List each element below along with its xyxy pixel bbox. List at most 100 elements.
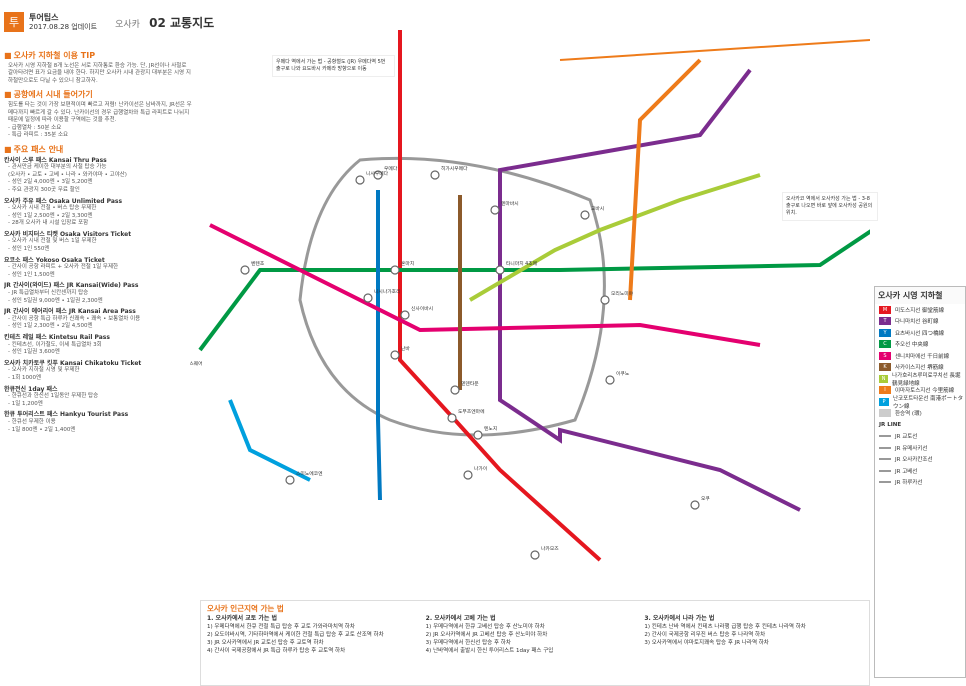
station-label: 오쿠 [701,496,710,502]
nearby-item: 2) 간사이 국제공항 리무진 버스 탑승 후 나라역 하차 [644,632,766,638]
brand-block: 투어팁스 2017.08.28 업데이트 [29,13,97,32]
airport-body: 힘도를 타는 것이 가장 보편적이며 빠르고 저렴! 난카이선은 남바까지, J… [8,101,192,124]
station-marker [463,470,473,480]
line-y-path [376,190,382,501]
line-badge: T [879,317,891,326]
line-name: 나가호리츠루미료쿠치선 長堀鶴見緑地線 [892,372,961,387]
line-i-path [628,58,702,301]
pass-name: 한큐 투어리스트 패스 Hankyu Tourist Pass [4,411,129,419]
pass-detail: - 간사이 공항 특급 하루카 신쾌속 • 쾌속 • 보통열차 이용 [8,315,141,322]
nearby-column: 2. 오사카에서 고베 가는 법 1) 우메다역에서 한큐 고베선 탑승 후 산노… [426,615,645,655]
pass-name: 칸사이 스루 패스 Kansai Thru Pass [4,156,107,164]
jr-line-swatch [879,481,891,484]
station-label: 도부츠엔마에 [458,408,484,415]
nearby-item: 1) 우메다역에서 한큐 고베선 탑승 후 산노미야 하차 [425,624,545,630]
nearby-head: 2. 오사카에서 고베 가는 법 [425,615,496,622]
brand-name: 투어팁스 [29,12,59,22]
jr-line-swatch [879,458,891,461]
line-name: 다니마치선 谷町線 [895,319,939,326]
station-label: 타니마치 4초메 [506,260,537,267]
nearby-item: 3) JR 오사카역에서 JR 교토선 탑승 후 교토역 하차 [207,640,324,646]
jr-line-name: JR 유메사키선 [895,445,928,452]
pass-detail: - 오사카 시내 전철 • 버스 탑승 무제한 [8,205,97,212]
pass-detail: - 한큐선 무제한 이용 [8,418,56,425]
pass-detail: - 관서만금 케이한 대부분의 사철 탑승 가능 [8,164,107,171]
pass-detail: - 성인 1일권 3,600엔 [8,349,60,356]
line-badge: M [879,305,891,314]
pass-name: 오사카 주유 패스 Osaka Unlimited Pass [4,197,123,205]
nearby-head: 3. 오사카에서 나라 가는 법 [644,615,715,622]
station-label: 혼마치 [401,260,414,267]
station-label: 우메다 [384,165,398,172]
nearby-columns: 1. 오사카에서 교토 가는 법 1) 우메다역에서 한큐 전철 특급 탑승 후 … [201,615,869,655]
line-name: 미도스지선 御堂筋線 [895,307,945,314]
airport-title: 공항에서 시내 들어가기 [4,91,192,99]
jr-line-swatch [879,469,891,472]
legend-line-t: T 다니마치선 谷町線 [875,316,965,328]
pass-detail: - 1일 800엔 • 2일 1,400엔 [8,426,76,433]
jr-loop-line [298,156,606,437]
line-name: 이마자토스지선 今里筋線 [895,388,955,395]
nearby-title: 오사카 인근지역 가는 법 [207,604,284,613]
nearby-item: 3) 우메다역에서 한신선 탑승 후 하차 [425,640,511,646]
pass-detail: - 성인 1일 2,300엔 • 2일 4,500엔 [8,323,93,330]
pass-detail: - 1회 1000엔 [8,374,42,381]
pass-detail: - 28개 오사카 내 시설 입장료 포함 [8,220,89,227]
line-badge: K [879,363,891,372]
legend-title: 오사카 시영 지하철 [875,287,965,304]
pass-detail: - 성인 1인 550엔 [8,246,50,253]
station-marker [363,293,373,303]
line-badge: P [879,397,889,406]
pass-name: JR 간사이 에어리어 패스 JR Kansai Area Pass [4,308,136,316]
station-layer: 우메다니시우메다히가시우메다혼마치신사이바시난바텐노지덴덴타운교바시모리노미야오… [190,165,710,560]
tip-title: 오사카 지하철 이용 TIP [4,52,192,60]
jr-line-item: JR 고베선 [875,465,965,477]
station-marker [240,265,250,275]
jr-line-item: JR 하루카선 [875,477,965,489]
jr-line-swatch [879,435,891,438]
line-s-path [209,223,761,347]
station-marker [580,210,590,220]
station-marker [430,170,440,180]
pass-detail: - 1일 1,200엔 [8,400,43,407]
nearby-head: 1. 오사카에서 교토 가는 법 [207,615,278,622]
station-label: 텐노지 [484,425,497,432]
jr-line-swatch [879,446,891,449]
line-name: 사카이스지선 堺筋線 [895,365,944,372]
station-marker [495,265,505,275]
line-badge: S [879,351,891,360]
jr-osaka-higashi-line [559,39,870,61]
station-label: 니시우메다 [366,170,389,177]
pass-detail: - 성인 2일 4,000엔 • 3일 5,200엔 [8,179,93,186]
pass-detail: - 한큐선과 한신선 1일동안 무제한 탑승 [8,393,99,400]
pass-detail: - 주요 관광지 300곳 무료 할인 [8,186,80,193]
line-badge: N [879,374,889,383]
jr-line-name: JR 하루카선 [895,480,923,487]
nearby-item: 4) 난바역에서 출발시 한신 투어리스트 1day 패스 구입 [425,648,554,654]
line-p-path [228,399,311,482]
nearby-item: 2) JR 오사카역에서 JR 고베선 탑승 후 산노미야 하차 [425,632,548,638]
station-marker [690,500,700,510]
pass-title: 주요 패스 안내 [4,146,192,154]
station-label: 덴덴타운 [461,380,479,387]
station-marker [355,175,365,185]
nearby-item: 1) 우메다역에서 한큐 전철 특급 탑승 후 교토 가와라마치역 하차 [207,624,355,630]
tip-body: 오사카 시영 지하철 8개 노선은 서로 지하통로 환승 가능. 단, JR선이… [8,62,191,84]
station-label: 이쿠노 [616,370,630,377]
legend-line-m: M 미도스지선 御堂筋線 [875,304,965,316]
nearby-item: 4) 간사이 국제공항에서 JR 특급 하루카 탑승 후 교토역 하차 [207,648,346,654]
station-label: 신사이바시 [411,305,433,312]
station-marker [600,295,610,305]
station-marker [390,350,400,360]
station-label: 난바 [401,345,410,352]
line-badge: I [879,386,891,395]
line-name: 요츠바시선 四つ橋線 [895,330,945,337]
title-label: 02 교통지도 [149,15,215,30]
legend-transfer: 환승역 (環) [875,408,965,420]
pass-detail: - JR 특급열차부터 신칸센까지 탑승 [8,290,89,297]
jr-line-name: JR 오사카칸조선 [895,457,933,464]
pass-detail: - 간사이 공항 라피트 + 오사카 전철 1일 무제한 [8,264,119,271]
